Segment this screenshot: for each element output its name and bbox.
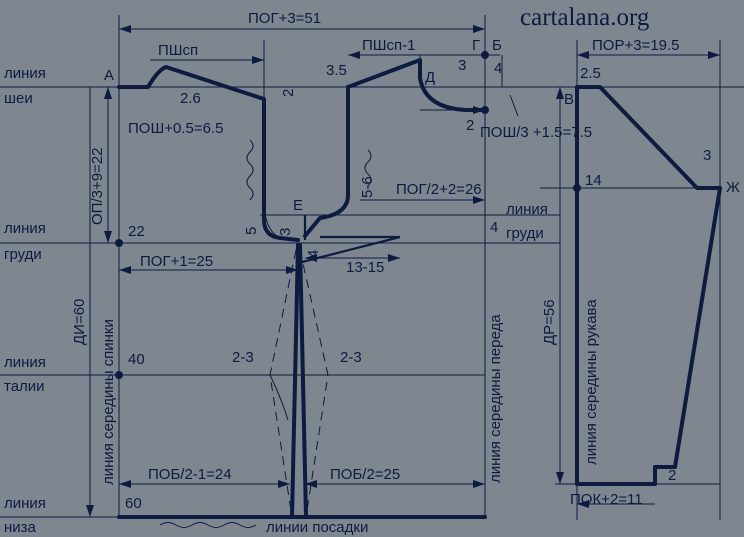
val-40: 40 xyxy=(128,351,145,368)
dim-pob-back-text: ПОБ/2-1=24 xyxy=(148,466,232,483)
val-3-sleeve: 3 xyxy=(703,147,711,164)
dim-pog-text: ПОГ+3=51 xyxy=(248,10,321,27)
dim-pok-text: ПОК+2=11 xyxy=(570,491,643,508)
val-2-3-right: 2-3 xyxy=(340,349,362,366)
ease-lines-text: линии посадки xyxy=(266,519,368,536)
ease-mark xyxy=(246,139,254,201)
arrow xyxy=(348,51,360,59)
dim-pshsp-text: ПШсп xyxy=(158,42,198,59)
val-14: 14 xyxy=(585,172,602,189)
dim-dr-text: ДР=56 xyxy=(541,299,558,345)
arrow xyxy=(119,480,131,488)
point-E: Е xyxy=(293,197,303,214)
sleeve-contour xyxy=(575,85,722,486)
dim-dart-text: 13-15 xyxy=(346,259,384,276)
dim-op-text: ОП/3+9=22 xyxy=(89,147,106,225)
side-seam-front xyxy=(298,243,308,519)
point-B-label: Б xyxy=(492,37,502,54)
val-22: 22 xyxy=(128,223,145,240)
val-3-5: 3.5 xyxy=(326,62,347,79)
armhole-inner xyxy=(263,199,281,239)
arrow xyxy=(104,87,112,99)
point-A: А xyxy=(104,67,114,84)
val-3: 3 xyxy=(458,57,466,74)
arrow xyxy=(104,231,112,243)
arrow xyxy=(556,87,564,99)
label-chest-right-1: линия xyxy=(506,201,548,218)
label-bottom-1: линия xyxy=(4,495,46,512)
label-bottom-2: низа xyxy=(4,519,37,536)
sleeve-center-text: линия середины рукава xyxy=(583,299,600,465)
arrow xyxy=(577,51,589,59)
ease-mark xyxy=(364,149,372,187)
waist-inner xyxy=(269,374,289,421)
ease-mark-legend xyxy=(159,522,257,528)
point-G: Г xyxy=(472,37,480,54)
label-waist-2: талии xyxy=(4,378,45,395)
val-2-3-left: 2-3 xyxy=(232,349,254,366)
arrow xyxy=(305,480,317,488)
arrow xyxy=(473,25,485,33)
val-2-sleeve: 2 xyxy=(668,467,676,484)
point-14 xyxy=(573,184,581,192)
dim-posh-front-text: ПОШ/3 +1.5=7.5 xyxy=(480,124,592,141)
dim-pshsp-front-text: ПШсп-1 xyxy=(362,37,416,54)
arrow xyxy=(708,51,720,59)
site-watermark: cartalana.org xyxy=(520,4,650,31)
label-chest-1: линия xyxy=(4,220,46,237)
front-armhole xyxy=(303,85,350,238)
point-front-neck xyxy=(481,106,489,114)
point-V: В xyxy=(564,91,574,108)
dim-posh-back-text: ПОШ+0.5=6.5 xyxy=(128,120,223,137)
tick xyxy=(509,94,519,117)
dim-pog-half-text: ПОГ/2+2=26 xyxy=(396,181,482,198)
val-2-6: 2.6 xyxy=(180,90,201,107)
arrow xyxy=(86,505,94,517)
val-4: 4 xyxy=(494,60,502,77)
dim-por-text: ПОР+3=19.5 xyxy=(592,37,680,54)
dim-di-text: ДИ=60 xyxy=(71,299,88,345)
arrow xyxy=(388,254,400,262)
val-3-rot: 3 xyxy=(277,228,294,236)
back-center-text: линия середины спинки xyxy=(100,319,117,485)
front-center-text: линия середины переда xyxy=(487,314,504,483)
arrow xyxy=(577,500,589,508)
label-neck-2: шеи xyxy=(4,90,33,107)
back-contour xyxy=(117,65,300,242)
front-dart xyxy=(297,235,401,265)
label-chest-right-2: груди xyxy=(506,225,544,242)
val-2: 2 xyxy=(466,117,474,134)
arrow xyxy=(473,196,485,204)
arrow xyxy=(556,472,564,484)
val-5: 5 xyxy=(243,227,260,235)
dim-pog-back-text: ПОГ+1=25 xyxy=(140,253,213,270)
arrow xyxy=(119,266,131,274)
arrow xyxy=(252,56,264,64)
point-22 xyxy=(115,239,123,247)
val-2-rot: 2 xyxy=(280,89,297,97)
point-D: Д xyxy=(425,69,435,86)
arrow xyxy=(278,480,290,488)
waist-curve-front xyxy=(299,249,329,518)
point-B xyxy=(481,51,489,59)
val-2-5: 2.5 xyxy=(580,65,601,82)
arrow xyxy=(473,480,485,488)
label-waist-1: линия xyxy=(4,354,46,371)
arrow xyxy=(119,25,131,33)
side-seam-back xyxy=(290,243,300,519)
val-4-rot: 4 xyxy=(305,250,322,258)
point-40 xyxy=(115,371,123,379)
front-contour xyxy=(346,58,487,112)
point-Zh: Ж xyxy=(726,179,740,196)
val-60: 60 xyxy=(125,495,142,512)
label-neck-1: линия xyxy=(4,65,46,82)
val-4-right: 4 xyxy=(490,219,498,236)
val-5-6: 5-6 xyxy=(359,176,376,198)
label-chest-2: груди xyxy=(4,246,42,263)
dim-pob-front-text: ПОБ/2=25 xyxy=(330,466,400,483)
